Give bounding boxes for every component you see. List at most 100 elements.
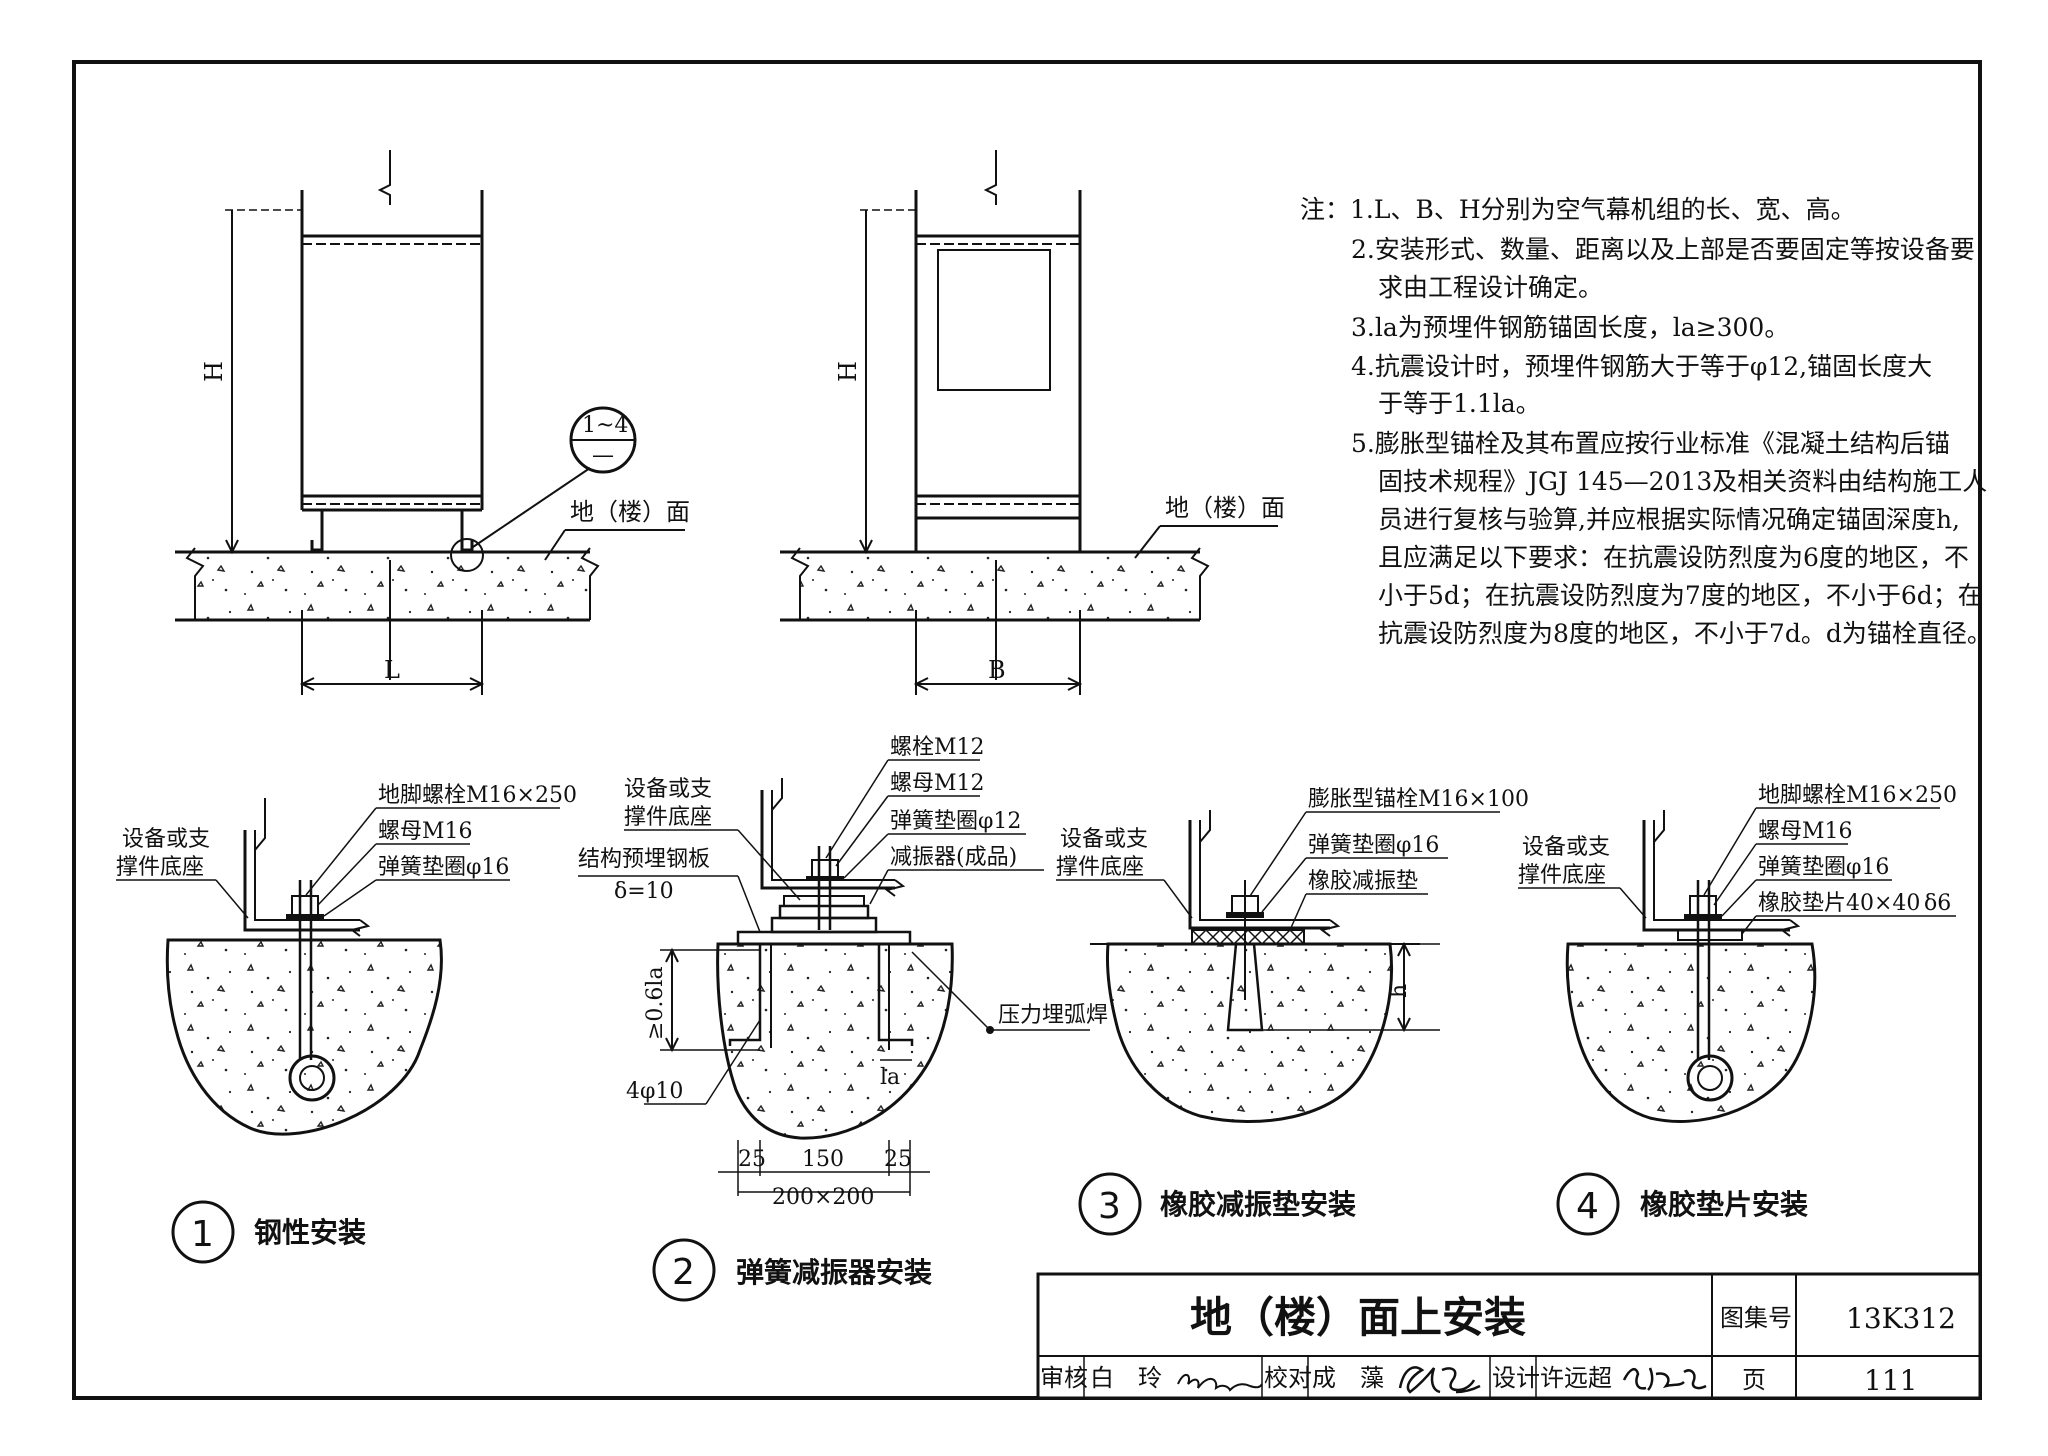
design-label: 设计: [1492, 1364, 1540, 1392]
dim-middle: 150: [802, 1147, 844, 1172]
nut: [291, 895, 319, 917]
label-bolt: 地脚螺栓M16×250: [378, 783, 577, 808]
label-base: 设备或支: [1060, 827, 1148, 852]
detail-caption: 橡胶垫片安装: [1640, 1188, 1808, 1221]
nut: [811, 859, 839, 879]
dim-h-label: H: [200, 361, 228, 382]
label-base: 设备或支: [624, 777, 712, 802]
note-line: 2.安装形式、数量、距离以及上部是否要固定等按设备要: [1351, 235, 1975, 264]
detail-number-circle: [652, 1238, 716, 1302]
note-line: 抗震设防烈度为8度的地区，不小于7d。d为锚栓直径。: [1378, 619, 1992, 648]
design-signature: [1622, 1367, 1707, 1391]
access-panel: [937, 249, 1051, 391]
label-washer: 弹簧垫圈φ16: [378, 855, 509, 880]
floor-label: 地（楼）面: [570, 498, 690, 526]
label-washer: 弹簧垫圈φ16: [1308, 833, 1439, 858]
outer-border: [72, 60, 1982, 1400]
review-name: 白 玲: [1090, 1364, 1162, 1392]
note-line: 求由工程设计确定。: [1378, 273, 1603, 302]
embedded-plate: [736, 930, 912, 946]
label-nut: 螺母M12: [890, 771, 985, 796]
concrete-block: [1106, 942, 1394, 1123]
detail-2-spring-damper-install: ≥0.6la la 螺栓M12 螺母M12 弹簧垫圈φ12 减振器(成品) 设备…: [578, 735, 1108, 1302]
label-bolt: 螺栓M12: [890, 735, 985, 760]
label-base: 撑件底座: [624, 805, 712, 830]
floor-slab: [195, 552, 590, 620]
label-h: h: [1387, 984, 1412, 998]
note-line: 3.la为预埋件钢筋锚固长度，la≥300。: [1351, 313, 1789, 342]
note-line: 注：1.L、B、H分别为空气幕机组的长、宽、高。: [1300, 195, 1856, 224]
dim-h-label: H: [834, 361, 862, 382]
note-line: 小于5d；在抗震设防烈度为7度的地区，不小于6d；在: [1378, 581, 1983, 610]
label-rebar: 4φ10: [626, 1079, 683, 1104]
washer: [1226, 912, 1264, 918]
label-pad: 橡胶垫片40×40: [1758, 891, 1920, 916]
detail-caption: 橡胶减振垫安装: [1160, 1188, 1356, 1221]
atlas-number: 13K312: [1846, 1302, 1956, 1335]
label-bolt: 地脚螺栓M16×250: [1758, 783, 1957, 808]
label-base: 设备或支: [1522, 835, 1610, 860]
floor-label: 地（楼）面: [1165, 494, 1285, 522]
detail-number-circle: [171, 1200, 235, 1264]
detail-highlight-circle: [450, 538, 484, 572]
check-signature: [1398, 1366, 1481, 1394]
washer: [806, 876, 844, 881]
detail-1-rigid-install: 地脚螺栓M16×250 螺母M16 弹簧垫圈φ16 设备或支 撑件底座 1 钢性…: [116, 783, 577, 1264]
detail-ref-bottom: —: [592, 443, 614, 468]
check-name: 成 藻: [1312, 1364, 1384, 1392]
label-pad: 橡胶减振垫: [1308, 869, 1418, 894]
detail-number-circle: [1078, 1172, 1142, 1236]
dim-total: 200×200: [772, 1185, 874, 1210]
note-line: 5.膨胀型锚栓及其布置应按行业标准《混凝土结构后锚: [1351, 429, 1950, 458]
page-label: 页: [1742, 1366, 1766, 1394]
label-base: 撑件底座: [1056, 855, 1144, 880]
concrete-block: [1565, 942, 1817, 1123]
concrete-block: [716, 942, 954, 1140]
dim-b-label: B: [988, 656, 1006, 684]
dim-left: 25: [738, 1147, 766, 1172]
detail-number-circle: [1556, 1172, 1620, 1236]
label-nut: 螺母M16: [378, 819, 473, 844]
label-depth: ≥0.6la: [643, 966, 668, 1040]
elevation-length-view: H L 地（楼）面 1~4 —: [175, 150, 690, 695]
note-line: 4.抗震设计时，预埋件钢筋大于等于φ12,锚固长度大: [1351, 352, 1932, 381]
detail-number: 1: [191, 1214, 214, 1255]
note-line: 固技术规程》JGJ 145—2013及相关资料由结构施工人: [1378, 467, 1987, 496]
review-signature: [1177, 1374, 1263, 1392]
label-weld: 压力埋弧焊: [998, 1003, 1108, 1028]
washer: [1684, 914, 1722, 920]
label-la: la: [880, 1065, 900, 1090]
label-anchor: 膨胀型锚栓M16×100: [1308, 787, 1529, 812]
note-line: 于等于1.1la。: [1378, 389, 1541, 418]
detail-3-rubber-pad-install: h 膨胀型锚栓M16×100 弹簧垫圈φ16 橡胶减振垫 设备或支 撑件底座 3…: [1056, 787, 1529, 1236]
label-plate: 结构预埋钢板: [578, 847, 710, 872]
detail-ref-top: 1~4: [582, 413, 628, 438]
concrete-block: [165, 938, 443, 1136]
detail-caption: 钢性安装: [254, 1216, 366, 1249]
detail-number: 3: [1098, 1186, 1121, 1227]
washer: [286, 914, 324, 920]
nut: [1689, 895, 1717, 917]
detail-caption: 弹簧减振器安装: [736, 1256, 932, 1289]
review-label: 审核: [1040, 1364, 1088, 1392]
detail-number: 2: [672, 1252, 695, 1293]
label-base: 撑件底座: [1518, 863, 1606, 888]
atlas-label: 图集号: [1720, 1304, 1792, 1332]
label-base: 设备或支: [122, 827, 210, 852]
page-number: 111: [1864, 1364, 1917, 1397]
label-base: 撑件底座: [116, 855, 204, 880]
elevation-width-view: H B 地（楼）面: [780, 150, 1285, 695]
label-washer: 弹簧垫圈φ16: [1758, 855, 1889, 880]
check-label: 校对: [1264, 1364, 1312, 1392]
detail-number: 4: [1576, 1186, 1599, 1227]
dim-l-label: L: [384, 656, 400, 684]
floor-slab: [800, 552, 1200, 620]
dim-right: 25: [884, 1147, 912, 1172]
note-line: 且应满足以下要求：在抗震设防烈度为6度的地区，不: [1378, 543, 1969, 572]
notes-block: 注：1.L、B、H分别为空气幕机组的长、宽、高。 2.安装形式、数量、距离以及上…: [1300, 195, 1992, 648]
damper: [770, 916, 878, 934]
note-line: 员进行复核与验算,并应根据实际情况确定锚固深度h,: [1378, 505, 1960, 534]
detail-4-rubber-gasket-install: 地脚螺栓M16×250 螺母M16 弹簧垫圈φ16 橡胶垫片40×40 δ6 设…: [1518, 783, 1957, 1236]
design-name: 许远超: [1540, 1364, 1612, 1392]
